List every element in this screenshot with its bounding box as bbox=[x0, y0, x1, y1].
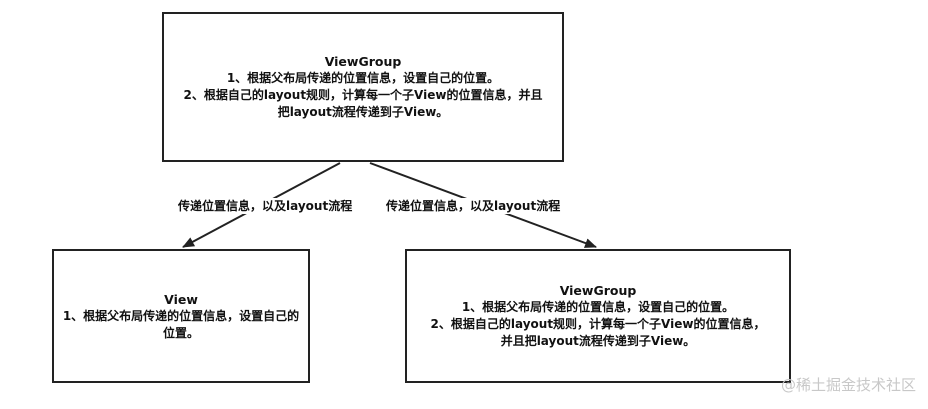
node-title: ViewGroup bbox=[324, 54, 402, 69]
node-title: View bbox=[164, 291, 198, 307]
edge-label-right: 传递位置信息，以及layout流程 bbox=[386, 198, 561, 214]
child-viewgroup-node: ViewGroup 1、根据父布局传递的位置信息，设置自己的位置。 2、根据自己… bbox=[405, 249, 791, 383]
child-view-node: View 1、根据父布局传递的位置信息，设置自己的位置。 bbox=[52, 249, 310, 383]
node-text-line: 1、根据父布局传递的位置信息，设置自己的位置。 bbox=[226, 71, 500, 85]
node-text-line: 1、根据父布局传递的位置信息，设置自己的位置。 bbox=[62, 308, 300, 340]
node-text-line: 2、根据自己的layout规则，计算每一个子View的位置信息， bbox=[430, 317, 766, 331]
node-text-line: 把layout流程传递到子View。 bbox=[277, 105, 449, 119]
watermark: @稀土掘金技术社区 bbox=[780, 376, 916, 394]
node-text-line: 并且把layout流程传递到子View。 bbox=[500, 334, 696, 348]
node-text-line: 1、根据父布局传递的位置信息，设置自己的位置。 bbox=[461, 300, 735, 314]
edge-label-left: 传递位置信息，以及layout流程 bbox=[178, 198, 353, 214]
node-title: ViewGroup bbox=[559, 283, 637, 298]
parent-viewgroup-node: ViewGroup 1、根据父布局传递的位置信息，设置自己的位置。 2、根据自己… bbox=[162, 12, 564, 162]
node-text-line: 2、根据自己的layout规则，计算每一个子View的位置信息，并且 bbox=[183, 88, 543, 102]
